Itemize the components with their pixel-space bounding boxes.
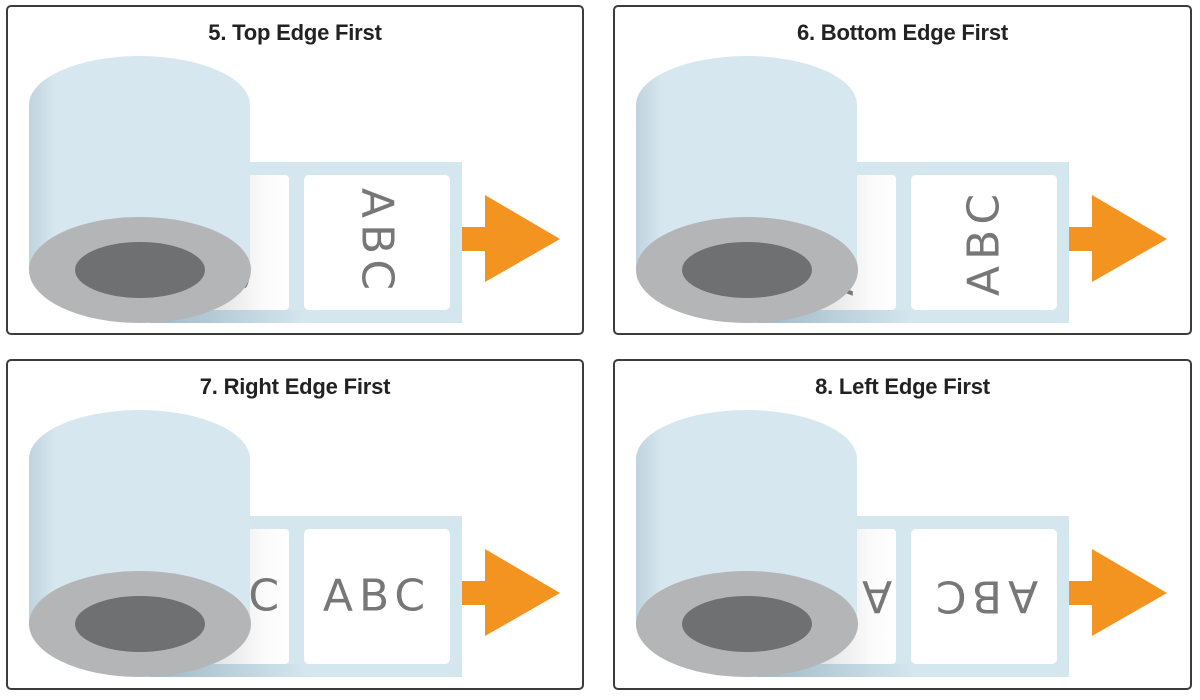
liner-shadow <box>150 664 462 677</box>
label <box>304 529 450 664</box>
roll-diagram: ABCABC <box>636 56 1167 323</box>
arrow-right-icon <box>1069 549 1167 636</box>
panel-left-edge-first: 8. Left Edge First ABCABC <box>613 359 1192 690</box>
panel-title: 5. Top Edge First <box>208 20 382 45</box>
label <box>911 529 1057 664</box>
panel-bottom-edge-first: 6. Bottom Edge First ABCABC <box>613 5 1192 335</box>
label-text: ABC <box>930 571 1038 622</box>
label <box>304 175 450 310</box>
liner-shadow <box>757 664 1069 677</box>
panel-right-edge-first: 7. Right Edge First ABCABC <box>6 359 584 690</box>
roll-core-hole <box>75 242 205 298</box>
panel-top-edge-first: 5. Top Edge First ABCABC <box>6 5 584 335</box>
roll-body <box>636 56 857 270</box>
panel-title: 8. Left Edge First <box>815 374 990 399</box>
panel-title: 6. Bottom Edge First <box>796 20 1009 45</box>
label-text: ABC <box>323 571 431 622</box>
arrow-right-icon <box>462 195 560 282</box>
roll-diagram: ABCABC <box>29 56 560 323</box>
arrow-right-icon <box>462 549 560 636</box>
roll-body <box>636 410 857 624</box>
label <box>911 175 1057 310</box>
roll-diagram: ABCABC <box>636 410 1167 677</box>
liner-shadow <box>150 310 462 323</box>
arrow-right-icon <box>1069 195 1167 282</box>
roll-body <box>29 410 250 624</box>
roll-core-hole <box>682 242 812 298</box>
liner-shadow <box>757 310 1069 323</box>
label-text: ABC <box>352 188 403 296</box>
roll-diagram: ABCABC <box>29 410 560 677</box>
roll-body <box>29 56 250 270</box>
roll-core-hole <box>682 596 812 652</box>
panel-title: 7. Right Edge First <box>199 374 391 399</box>
label-text: ABC <box>959 188 1010 296</box>
roll-core-hole <box>75 596 205 652</box>
